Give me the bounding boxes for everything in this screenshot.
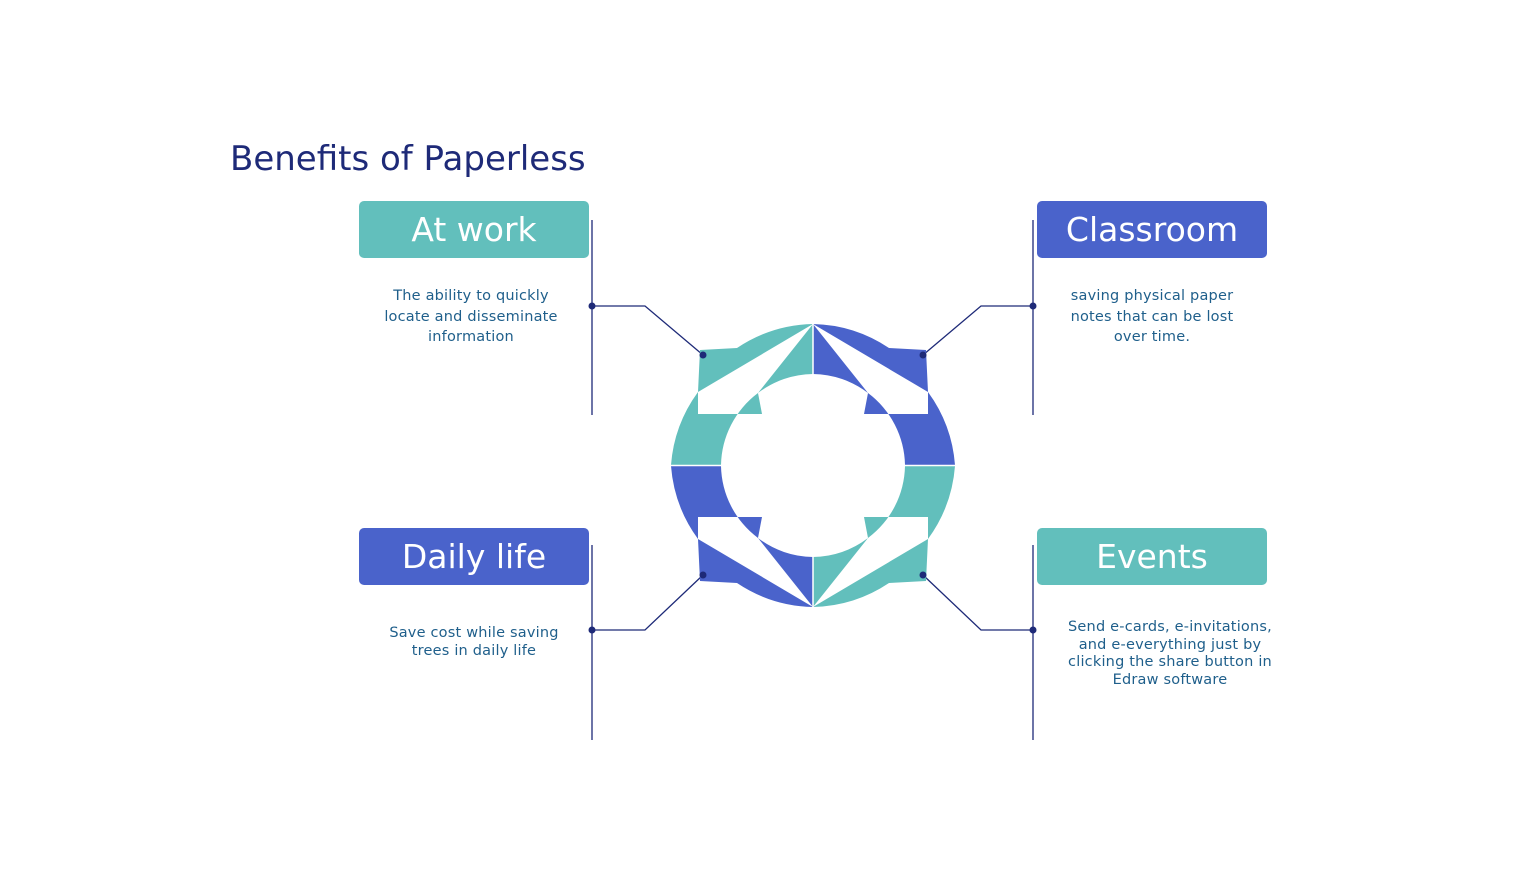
heading-events: Events — [1096, 537, 1208, 576]
ring-segment-2 — [671, 466, 813, 607]
connector-events — [922, 574, 1033, 631]
heading-box-events: Events — [1037, 528, 1267, 585]
description-classroom: saving physical paper notes that can be … — [1070, 288, 1234, 345]
heading-box-daily-life: Daily life — [359, 528, 589, 585]
ring-segment-4 — [813, 324, 955, 465]
segment-number-4: 4 — [881, 374, 903, 396]
connector-classroom — [922, 305, 1033, 356]
heading-classroom: Classroom — [1065, 210, 1239, 249]
description-events: Send e-cards, e-invitations, and e-every… — [1068, 619, 1272, 688]
diagram-title: Benefits of Paperless — [230, 139, 586, 179]
heading-box-at-work: At work — [359, 201, 589, 258]
ring — [669, 322, 957, 609]
segment-number-3: 3 — [882, 536, 904, 558]
dot-events-ring — [919, 571, 927, 579]
segment-number-2: 2 — [721, 536, 743, 558]
description-daily-life: Save cost while saving trees in daily li… — [389, 625, 559, 659]
dot-at-work-ring — [699, 351, 707, 359]
dot-events-line — [1029, 626, 1037, 634]
ring-segment-3 — [813, 466, 955, 607]
heading-daily-life: Daily life — [401, 537, 547, 576]
dot-at-work-line — [588, 302, 596, 310]
dot-classroom-line — [1029, 302, 1037, 310]
heading-at-work: At work — [411, 210, 537, 249]
segment-number-1: 1 — [724, 372, 746, 394]
connector-daily-life — [592, 574, 704, 631]
heading-box-classroom: Classroom — [1037, 201, 1267, 258]
connector-dots — [588, 302, 1037, 634]
connectors — [591, 220, 1034, 740]
dot-daily-life-ring — [699, 571, 707, 579]
ring-segment-1 — [671, 324, 813, 465]
dot-daily-life-line — [588, 626, 596, 634]
description-at-work: The ability to quickly locate and dissem… — [384, 288, 558, 345]
connector-at-work — [592, 305, 704, 356]
dot-classroom-ring — [919, 351, 927, 359]
